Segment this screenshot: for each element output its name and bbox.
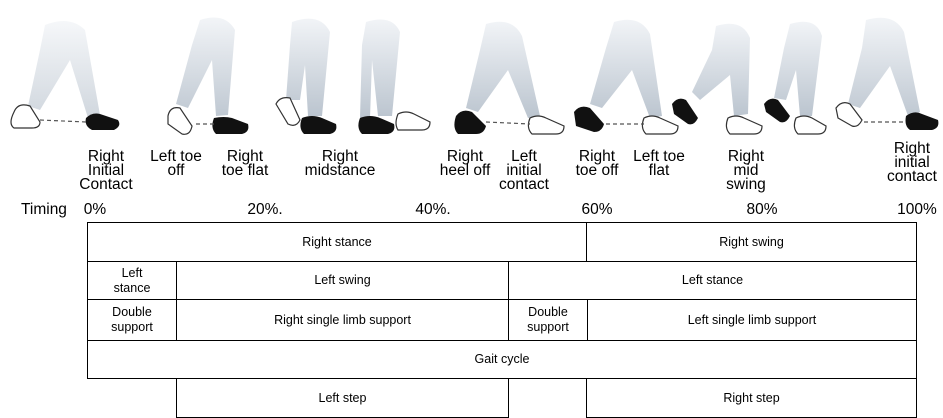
phase-label-right-toe-flat: Right toe flat [222, 150, 269, 178]
timing-title: Timing [21, 201, 67, 219]
cell-left-single-limb-support-label: Left single limb support [688, 313, 817, 328]
cell-left-stance-label: Left stance [682, 273, 743, 288]
cell-left-swing-label: Left swing [314, 273, 370, 288]
timing-tick-0: 0% [84, 201, 106, 219]
gait-figure-7 [764, 22, 826, 134]
phase-label-left-toe-off: Left toe off [150, 150, 202, 178]
cell-right-single-limb-support: Right single limb support [176, 299, 509, 341]
phase-label-right-initial-contact-end: Right initial contact [887, 142, 937, 184]
cell-left-stance: Left stance [508, 261, 917, 300]
phase-label-right-mid-swing: Right mid swing [726, 150, 766, 192]
timing-tick-20: 20%. [247, 201, 282, 219]
timing-tick-40: 40%. [415, 201, 450, 219]
cell-right-step: Right step [586, 378, 917, 418]
cell-double-support-2-label: Double support [527, 305, 569, 335]
gait-figure-5 [574, 20, 678, 134]
timing-tick-60: 60% [581, 201, 612, 219]
gait-figure-1 [11, 21, 119, 130]
cell-right-stance-label: Right stance [302, 235, 371, 250]
cell-left-step-label: Left step [319, 391, 367, 406]
gait-figures [0, 0, 943, 150]
cell-left-swing: Left swing [176, 261, 509, 300]
cell-right-step-label: Right step [723, 391, 779, 406]
cell-right-swing: Right swing [586, 222, 917, 262]
cell-gait-cycle-label: Gait cycle [475, 352, 530, 367]
phase-label-left-initial-contact: Left initial contact [499, 150, 549, 192]
phase-label-right-initial-contact: Right Initial Contact [79, 150, 132, 192]
cell-left-step: Left step [176, 378, 509, 418]
cell-gait-cycle: Gait cycle [87, 340, 917, 379]
cell-double-support-1-label: Double support [111, 305, 153, 335]
cell-right-stance: Right stance [87, 222, 587, 262]
cell-left-single-limb-support: Left single limb support [587, 299, 917, 341]
gait-figure-6 [672, 24, 762, 134]
phase-label-left-toe-flat: Left toe flat [633, 150, 685, 178]
cell-right-single-limb-support-label: Right single limb support [274, 313, 411, 328]
phase-label-right-toe-off: Right toe off [576, 150, 619, 178]
timing-tick-80: 80% [746, 201, 777, 219]
gait-figure-4 [454, 22, 564, 134]
cell-double-support-1: Double support [87, 299, 177, 341]
cell-right-swing-label: Right swing [719, 235, 784, 250]
phase-label-right-midstance: Right midstance [305, 150, 376, 178]
gait-figure-2 [168, 18, 248, 135]
gait-figure-3 [276, 19, 430, 134]
cell-double-support-2: Double support [508, 299, 588, 341]
gait-figure-8 [836, 18, 938, 130]
cell-left-stance-initial: Left stance [87, 261, 177, 300]
phase-label-right-heel-off: Right heel off [440, 150, 491, 178]
cell-left-stance-initial-label: Left stance [114, 266, 151, 296]
timing-tick-100: 100% [897, 201, 937, 219]
